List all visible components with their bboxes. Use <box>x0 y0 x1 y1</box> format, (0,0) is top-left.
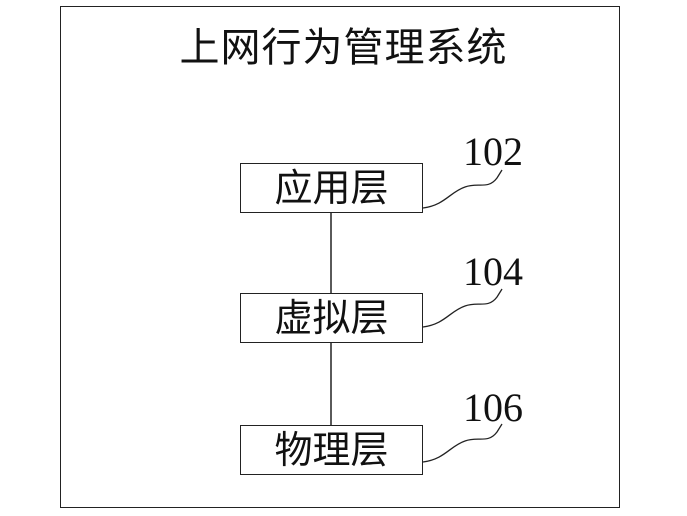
leader-line-102 <box>422 169 503 209</box>
leader-line-104 <box>422 288 503 328</box>
virtual-layer-box: 虚拟层 <box>240 293 423 343</box>
virtual-layer-label: 虚拟层 <box>274 296 389 340</box>
diagram-title: 上网行为管理系统 <box>179 25 508 71</box>
ref-numeral-104: 104 <box>463 249 523 294</box>
system-frame <box>60 6 620 508</box>
ref-numeral-102: 102 <box>463 129 523 174</box>
leader-line-106 <box>422 423 503 463</box>
application-layer-box: 应用层 <box>240 163 423 213</box>
application-layer-label: 应用层 <box>274 166 389 210</box>
ref-numeral-106: 106 <box>463 385 523 430</box>
physical-layer-box: 物理层 <box>240 425 423 475</box>
physical-layer-label: 物理层 <box>274 428 389 472</box>
